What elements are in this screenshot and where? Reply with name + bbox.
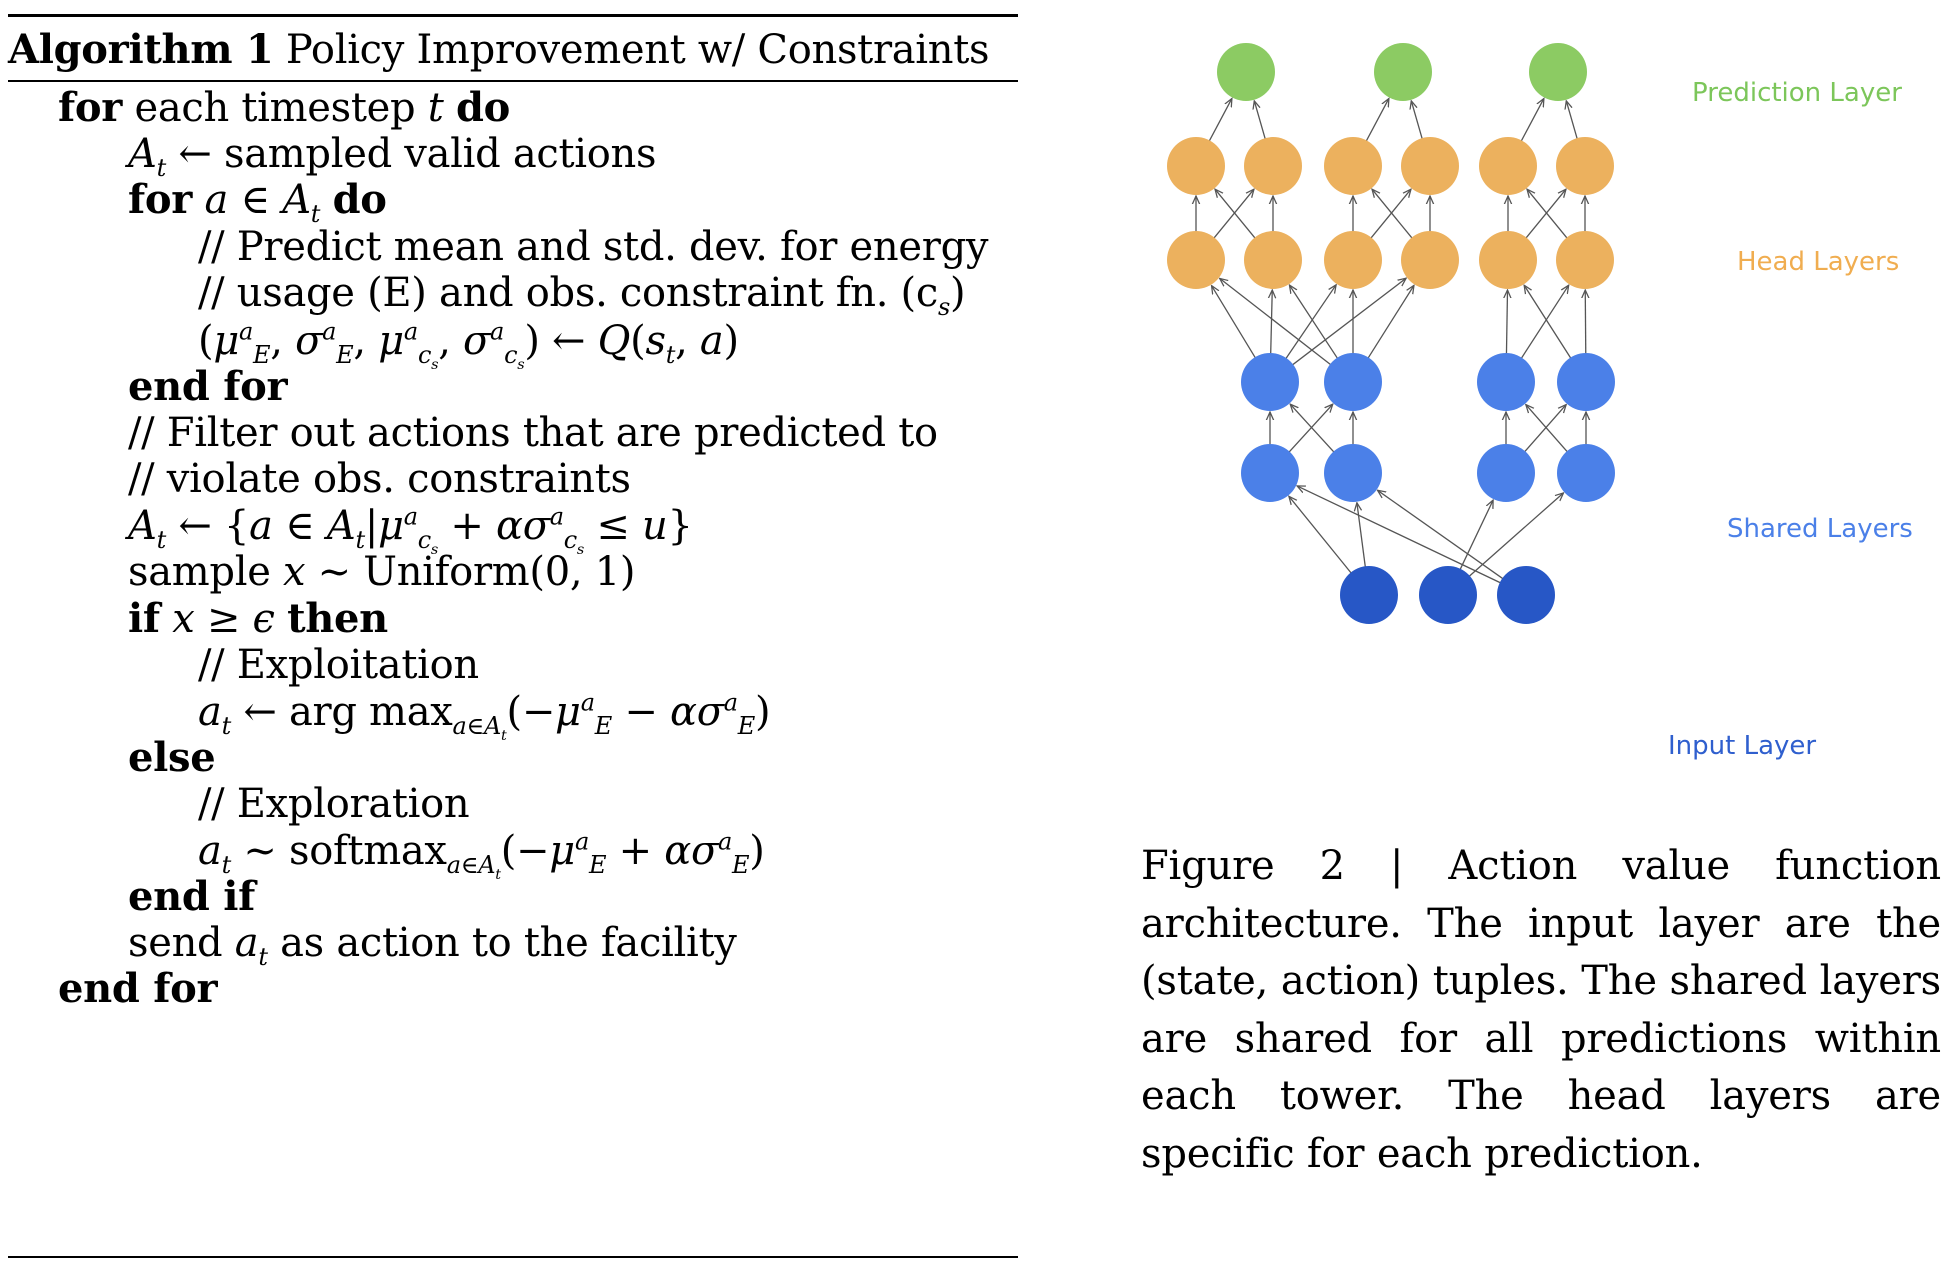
prediction-node xyxy=(1217,43,1275,101)
head-node xyxy=(1244,137,1302,195)
head-node xyxy=(1167,231,1225,289)
prediction-layer-label: Prediction Layer xyxy=(1692,78,1902,108)
algorithm-number: Algorithm 1 xyxy=(8,26,274,73)
head-node xyxy=(1479,137,1537,195)
input-layer-label: Input Layer xyxy=(1668,731,1816,761)
algo-line-q-function: (μaE, σaE, μacs, σacs) ← Q(st, a) xyxy=(198,317,739,373)
edge-arrow xyxy=(1524,285,1573,361)
edge-arrow xyxy=(1297,486,1503,585)
algo-line-end-if: end if xyxy=(128,873,256,920)
edge-arrow xyxy=(1364,98,1389,144)
edge-arrow xyxy=(1372,189,1414,241)
edge-arrow xyxy=(1290,278,1406,367)
algo-line-softmax: at ~ softmaxa∈At(−μaE + ασaE) xyxy=(198,827,765,883)
edge-arrow xyxy=(1526,405,1570,454)
algo-line-for-action: for a ∈ At do xyxy=(128,176,387,228)
edge-arrow xyxy=(1519,98,1544,144)
edge-arrow xyxy=(1527,189,1569,241)
edge-arrow xyxy=(1287,404,1333,455)
shared-layers-label: Shared Layers xyxy=(1727,514,1913,544)
algorithm-name: Policy Improvement w/ Constraints xyxy=(285,27,990,73)
head-node xyxy=(1244,231,1302,289)
head-node xyxy=(1324,231,1382,289)
algo-comment-predict: // Predict mean and std. dev. for energy xyxy=(198,224,989,270)
edge-arrow xyxy=(1220,278,1333,367)
edge-arrow xyxy=(1411,101,1424,142)
algo-line-end-for-inner: end for xyxy=(128,363,288,410)
shared-node xyxy=(1324,353,1382,411)
shared-node xyxy=(1241,353,1299,411)
algo-line-send: send at as action to the facility xyxy=(128,920,737,971)
shared-node xyxy=(1241,444,1299,502)
edge-arrow xyxy=(1524,189,1566,241)
algo-comment-filter: // Filter out actions that are predicted… xyxy=(128,410,938,456)
head-node xyxy=(1401,231,1459,289)
head-node xyxy=(1556,137,1614,195)
edge-arrow xyxy=(1207,98,1232,144)
edge-arrow xyxy=(1378,490,1506,581)
figure-caption: Figure 2 | Action value function archite… xyxy=(1141,843,1941,1177)
head-node xyxy=(1556,231,1614,289)
edge-arrow xyxy=(1212,286,1258,361)
input-node xyxy=(1497,566,1555,624)
edge-arrow xyxy=(1585,290,1586,356)
edge-arrow xyxy=(1369,189,1411,241)
algo-line-filter-set: At ← {a ∈ At|μacs + ασacs ≤ u} xyxy=(128,502,693,558)
top-rule xyxy=(8,14,1018,17)
algo-line-end-for-outer: end for xyxy=(58,965,218,1012)
algo-comment-usage: // usage (E) and obs. constraint fn. (cs… xyxy=(198,270,966,321)
shared-node xyxy=(1477,353,1535,411)
input-node xyxy=(1419,566,1477,624)
edge-arrow xyxy=(1506,290,1507,356)
prediction-node xyxy=(1374,43,1432,101)
edge-arrow xyxy=(1467,493,1564,579)
edge-arrow xyxy=(1290,404,1336,455)
edge-arrow xyxy=(1289,285,1340,361)
algo-line-argmax: at ← arg maxa∈At(−μaE − ασaE) xyxy=(198,688,771,744)
edge-arrow xyxy=(1212,189,1254,241)
edge-arrow xyxy=(1289,496,1354,576)
algo-comment-exploration: // Exploration xyxy=(198,781,470,827)
edge-arrow xyxy=(1566,101,1579,142)
edge-arrow xyxy=(1271,290,1273,356)
edge-arrow xyxy=(1522,405,1566,454)
shared-node xyxy=(1324,444,1382,502)
algo-comment-exploitation: // Exploitation xyxy=(198,642,479,688)
edges xyxy=(1196,98,1586,585)
bottom-rule xyxy=(8,1256,1018,1258)
input-node xyxy=(1340,566,1398,624)
edge-arrow xyxy=(1357,503,1367,570)
head-layers-label: Head Layers xyxy=(1737,247,1899,277)
algo-line-for-timestep: for each timestep t do xyxy=(58,84,511,131)
head-node xyxy=(1324,137,1382,195)
nodes xyxy=(1167,43,1615,624)
title-rule xyxy=(8,80,1018,82)
network-diagram: Prediction Layer Head Layers Shared Laye… xyxy=(1167,43,1913,761)
edge-arrow xyxy=(1519,285,1569,361)
network-figure: Prediction Layer Head Layers Shared Laye… xyxy=(1120,40,1954,800)
edge-arrow xyxy=(1254,101,1267,142)
head-node xyxy=(1167,137,1225,195)
algo-line-if: if x ≥ ϵ then xyxy=(128,595,388,642)
algo-comment-violate: // violate obs. constraints xyxy=(128,456,631,502)
shared-node xyxy=(1557,353,1615,411)
algo-line-else: else xyxy=(128,734,216,781)
edge-arrow xyxy=(1458,500,1493,572)
shared-node xyxy=(1477,444,1535,502)
algo-line-sample-actions: At ← sampled valid actions xyxy=(128,131,657,182)
algo-line-sample-x: sample x ~ Uniform(0, 1) xyxy=(128,549,636,595)
algorithm-title: Algorithm 1 Policy Improvement w/ Constr… xyxy=(8,26,990,73)
edge-arrow xyxy=(1215,189,1257,241)
head-node xyxy=(1401,137,1459,195)
edge-arrow xyxy=(1366,285,1414,361)
edge-arrow xyxy=(1284,285,1336,361)
head-node xyxy=(1479,231,1537,289)
prediction-node xyxy=(1529,43,1587,101)
shared-node xyxy=(1557,444,1615,502)
